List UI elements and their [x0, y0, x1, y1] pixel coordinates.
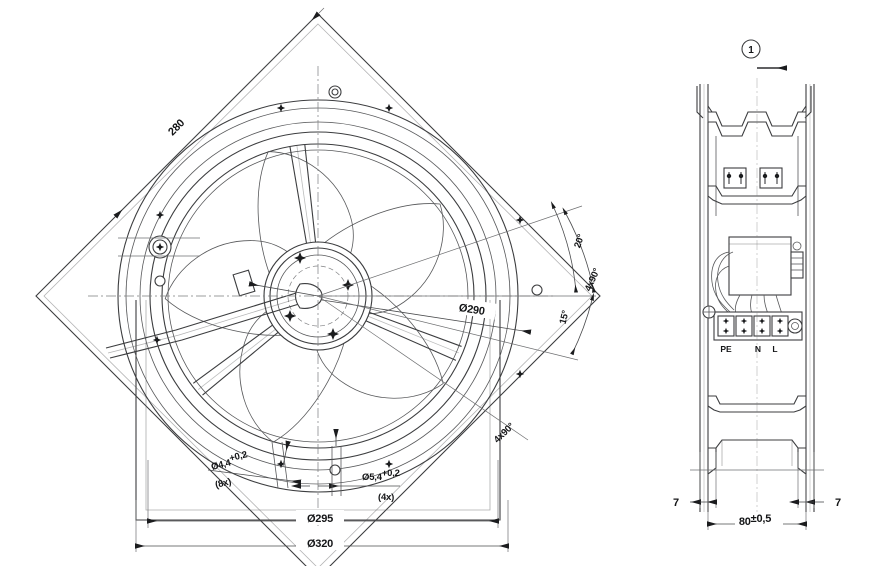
terminal-block: PE N L	[702, 305, 803, 354]
dim-hole-4-4: Ø4,4+0,2 (8x)	[207, 440, 302, 491]
callout-item-1-label: 1	[748, 45, 754, 56]
side-upper-panel	[715, 136, 799, 216]
hole-5-4-label: Ø5,4+0,2	[362, 468, 400, 483]
flange-right-7-label: 7	[835, 497, 841, 509]
angular-dimensions: 20° 15° 4x90° 4x90°	[317, 201, 603, 446]
terminal-label-n: N	[755, 344, 761, 354]
angle-4x90-upper-label: 4x90°	[583, 266, 603, 293]
dim-flange-left-7: 7	[673, 452, 717, 509]
dim-hole-5-4: Ø5,4+0,2 (4x)	[291, 429, 400, 503]
outer-320-label: Ø320	[307, 538, 333, 550]
depth-80-label: 80±0,5	[739, 513, 771, 528]
bolt-circle-295-label: Ø295	[307, 513, 333, 525]
impeller-290-label: Ø290	[458, 302, 486, 318]
front-view: 280 Ø290 Ø4,4+0,2 (8x)	[35, 7, 603, 566]
dim-depth-80: 80±0,5	[707, 474, 807, 530]
left-mounting-boss	[118, 235, 200, 259]
mounting-holes	[154, 85, 543, 476]
dim-flange-right-7: 7	[789, 452, 841, 509]
side-view-centerlines	[690, 78, 824, 520]
flange-left-7-label: 7	[673, 497, 679, 509]
hole-5-4-qty: (4x)	[378, 492, 394, 503]
angle-20-label: 20°	[572, 233, 587, 250]
hole-4-4-label: Ø4,4+0,2	[209, 449, 249, 473]
side-view: 1	[673, 39, 841, 530]
dim-diagonal-280: 280	[113, 7, 325, 219]
callout-item-1: 1	[741, 39, 787, 71]
dim-outer-320: Ø320	[135, 500, 509, 552]
side-top-tabs	[696, 86, 812, 119]
side-housing-rails	[699, 84, 815, 512]
terminal-label-l: L	[772, 344, 777, 354]
terminal-label-pe: PE	[720, 344, 732, 354]
side-motor-body	[728, 236, 804, 296]
angle-4x90-lower-label: 4x90°	[492, 421, 517, 446]
hole-4-4-qty: (8x)	[214, 476, 232, 491]
angle-15-label: 15°	[558, 309, 572, 325]
dim-bolt-circle-295: Ø295	[147, 460, 499, 528]
